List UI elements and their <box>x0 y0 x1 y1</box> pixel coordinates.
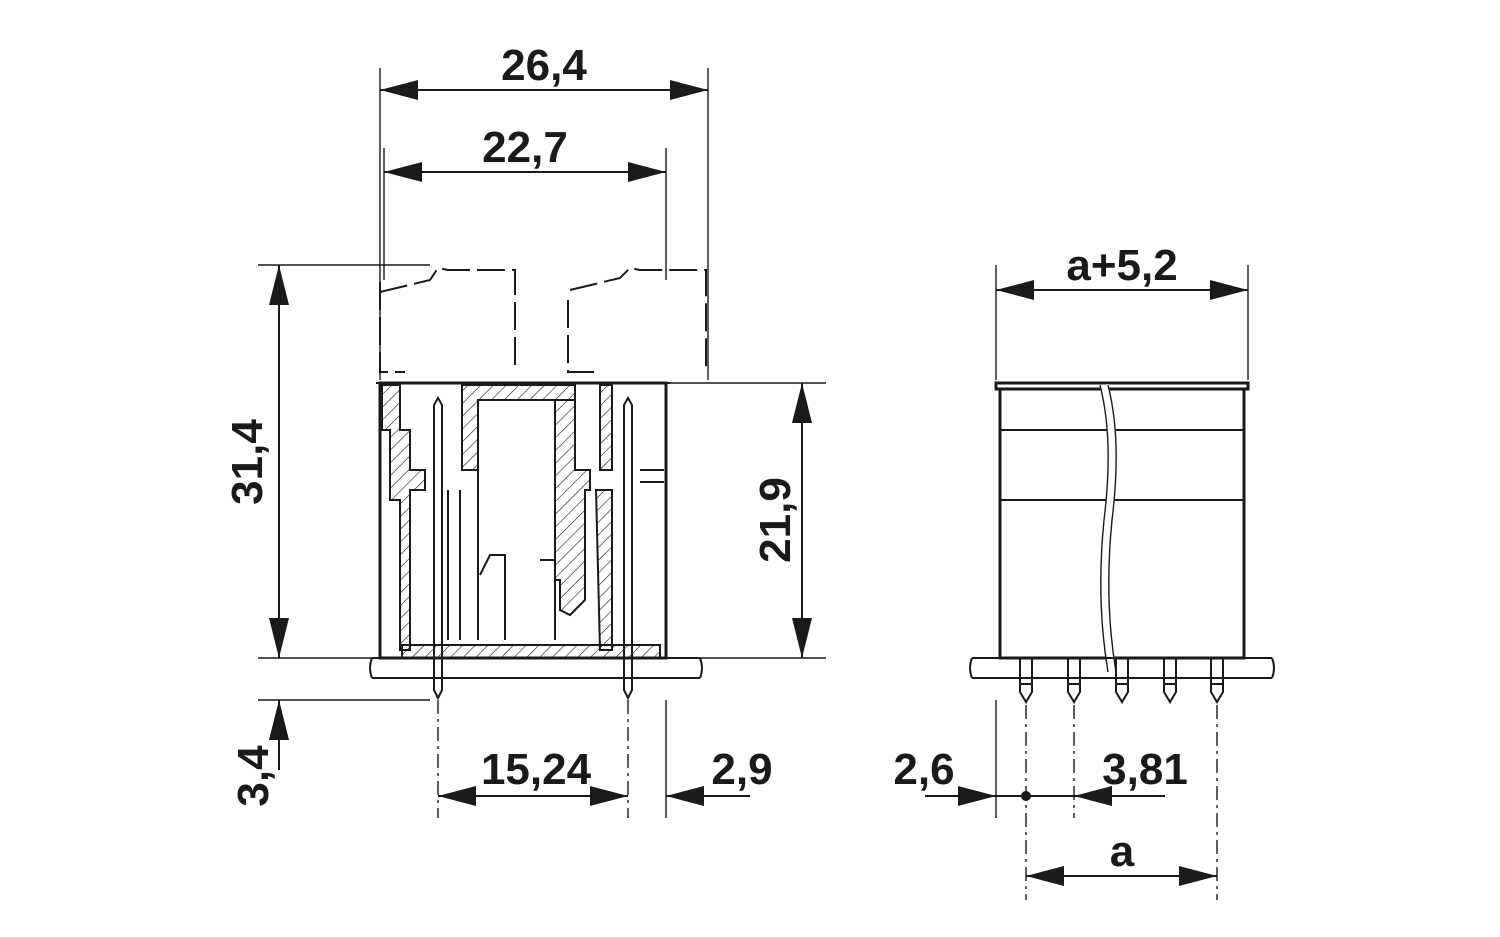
front-view: 26,4 22,7 31,4 21,9 3,4 <box>223 41 826 818</box>
dim-label-side-pin-span: a <box>1110 827 1135 876</box>
side-pins <box>1019 658 1224 704</box>
dim-side-pin-span: a <box>1026 827 1217 886</box>
front-extension-lines <box>258 68 826 818</box>
dim-total-height: 31,4 <box>223 265 289 658</box>
solder-pins <box>433 395 633 818</box>
dim-label-housing-height: 21,9 <box>751 477 800 563</box>
dim-label-side-left-offset: 2,6 <box>893 745 954 794</box>
dim-side-total-width: a+5,2 <box>996 241 1248 300</box>
dim-label-right-offset: 2,9 <box>711 745 772 794</box>
dim-side-pitch: 3,81 <box>1026 745 1188 806</box>
dim-label-side-pitch: 3,81 <box>1102 745 1188 794</box>
dim-label-housing-width: 22,7 <box>482 123 568 172</box>
dim-side-left-offset: 2,6 <box>893 745 1031 806</box>
dim-label-side-total-width: a+5,2 <box>1066 241 1177 290</box>
side-pcb-board <box>969 657 1275 679</box>
side-extension-lines <box>995 265 1249 900</box>
mating-plug-outline <box>379 266 707 373</box>
dim-housing-width: 22,7 <box>384 123 666 182</box>
dim-housing-height: 21,9 <box>751 383 812 658</box>
dim-label-pin-spacing: 15,24 <box>481 745 592 794</box>
housing-section <box>376 381 670 660</box>
dim-pin-spacing: 15,24 <box>438 745 628 806</box>
side-housing <box>994 381 1250 673</box>
dim-overall-width: 26,4 <box>380 41 708 100</box>
dim-pin-length: 3,4 <box>229 700 289 807</box>
dim-label-pin-length: 3,4 <box>229 745 278 807</box>
dim-label-total-height: 31,4 <box>223 419 272 505</box>
pcb-board <box>369 657 703 679</box>
dim-right-offset: 2,9 <box>666 745 773 806</box>
dim-label-overall-width: 26,4 <box>501 41 587 90</box>
side-view: a+5,2 2,6 3,81 a <box>893 241 1275 900</box>
